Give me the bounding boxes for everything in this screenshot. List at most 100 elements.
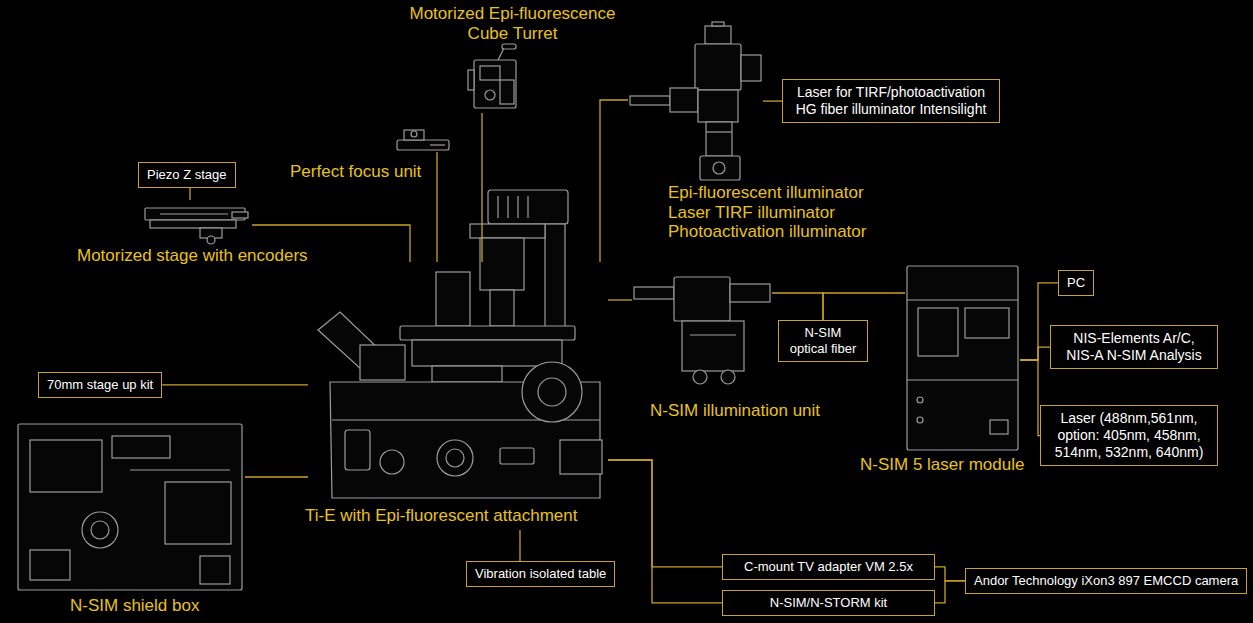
laser-module-drawing xyxy=(907,266,1018,450)
illumination-unit-drawing xyxy=(721,370,735,384)
component-illustration: N-SIM illumination unit xyxy=(632,275,772,387)
microscope-drawing xyxy=(318,190,602,498)
illuminator-drawing xyxy=(705,26,731,44)
connector-line xyxy=(1020,360,1040,436)
shield-box-drawing xyxy=(18,424,242,590)
component-illustration: Perfect focus unit xyxy=(395,128,450,152)
component-illustration: N-SIM shield box xyxy=(15,420,245,592)
turret-drawing xyxy=(500,80,514,104)
component-caption: Epi-fluorescent illuminator xyxy=(668,183,866,203)
microscope-drawing xyxy=(545,224,565,334)
box-label: NIS-Elements Ar/C, NIS-A N-SIM Analysis xyxy=(1059,330,1209,364)
stage-drawing xyxy=(145,208,248,244)
stage-drawing xyxy=(207,236,215,244)
caption-block: Ti-E with Epi-fluorescent attachment xyxy=(305,506,577,526)
microscope-drawing xyxy=(380,450,404,474)
box-label: C-mount TV adapter VM 2.5x xyxy=(731,559,926,575)
shield-box-drawing xyxy=(30,550,70,580)
shield-box-drawing xyxy=(30,440,102,492)
microscope-drawing xyxy=(527,196,528,218)
microscope-drawing xyxy=(497,196,498,218)
component-box: Vibration isolated table xyxy=(466,561,615,587)
microscope-drawing xyxy=(470,224,545,238)
connector-line xyxy=(519,530,520,561)
microscope-drawing xyxy=(480,238,524,290)
box-label: PC xyxy=(1067,275,1085,291)
connector-line xyxy=(600,100,628,262)
microscope-drawing xyxy=(432,366,502,382)
laser-module-drawing xyxy=(990,420,1008,434)
connector-line xyxy=(1020,347,1050,360)
stage-drawing xyxy=(150,220,236,228)
connector-line xyxy=(608,299,632,300)
connector-line xyxy=(608,460,722,603)
illumination-unit-drawing xyxy=(690,334,736,335)
shield-box-drawing xyxy=(18,424,242,590)
component-box: Piezo Z stage xyxy=(138,162,236,188)
component-caption: Photoactivation illuminator xyxy=(668,222,866,242)
illuminator-drawing xyxy=(630,96,670,105)
component-box: 70mm stage up kit xyxy=(38,372,162,398)
laser-module-drawing xyxy=(917,397,923,403)
component-caption: Ti-E with Epi-fluorescent attachment xyxy=(305,506,577,526)
component-illustration: Epi-fluorescent illuminatorLaser TIRF il… xyxy=(628,22,763,182)
connector-line xyxy=(481,113,482,262)
component-illustration: Motorized stage with encoders xyxy=(140,200,252,245)
microscope-drawing xyxy=(446,449,464,467)
microscope-drawing xyxy=(488,190,568,224)
microscope-drawing xyxy=(538,378,566,406)
box-label: Laser for TIRF/photoactivation HG fiber … xyxy=(791,84,991,118)
turret-drawing xyxy=(480,66,500,80)
connector-line xyxy=(772,293,823,320)
microscope-drawing xyxy=(500,448,534,464)
laser-module-drawing xyxy=(907,379,1018,380)
turret-drawing xyxy=(498,48,504,60)
laser-module-drawing xyxy=(917,417,923,423)
illuminator-drawing xyxy=(712,22,724,26)
illuminator-drawing xyxy=(741,55,761,81)
component-box: N-SIM/N-STORM kit xyxy=(722,590,935,616)
caption-block: Motorized stage with encoders xyxy=(77,246,308,266)
laser-module-drawing xyxy=(918,308,958,356)
microscope-drawing xyxy=(490,290,514,326)
component-illustration: Ti-E with Epi-fluorescent attachment xyxy=(308,262,608,530)
connector-line xyxy=(245,476,308,477)
microscope-drawing xyxy=(400,326,575,340)
box-label: Laser (488nm,561nm, option: 405nm, 458nm… xyxy=(1049,410,1209,461)
component-caption: N-SIM shield box xyxy=(70,596,199,616)
stage-drawing xyxy=(160,213,228,214)
illuminator-drawing xyxy=(695,44,741,90)
shield-box-drawing xyxy=(165,482,231,544)
turret-drawing xyxy=(485,90,495,100)
connector-line xyxy=(608,460,722,567)
component-box: N-SIM optical fiber xyxy=(778,320,868,362)
laser-module-drawing xyxy=(965,308,1009,338)
illuminator-drawing xyxy=(630,22,761,180)
component-illustration: N-SIM 5 laser module xyxy=(905,264,1020,452)
component-illustration: Motorized Epi-fluorescence Cube Turret xyxy=(468,45,528,113)
illumination-unit-drawing xyxy=(634,277,770,384)
box-label: N-SIM/N-STORM kit xyxy=(731,595,926,611)
illumination-unit-drawing xyxy=(634,287,674,299)
turret-drawing xyxy=(502,44,516,49)
focus-unit-drawing xyxy=(430,144,445,145)
component-box: PC xyxy=(1058,270,1094,296)
component-caption: Motorized stage with encoders xyxy=(77,246,308,266)
illumination-unit-drawing xyxy=(693,370,707,384)
connector-line xyxy=(935,581,965,603)
shield-box-drawing xyxy=(200,556,230,584)
connector-line xyxy=(162,384,308,385)
box-label: 70mm stage up kit xyxy=(47,377,153,393)
component-box: Andor Technology iXon3 897 EMCCD camera xyxy=(965,568,1247,594)
illumination-unit-drawing xyxy=(730,284,770,302)
microscope-drawing xyxy=(436,272,470,326)
caption-block: Epi-fluorescent illuminatorLaser TIRF il… xyxy=(668,183,866,242)
illuminator-drawing xyxy=(706,122,732,156)
illumination-unit-drawing xyxy=(682,321,744,371)
component-box: NIS-Elements Ar/C, NIS-A N-SIM Analysis xyxy=(1050,325,1218,369)
shield-box-drawing xyxy=(112,436,170,458)
shield-box-drawing xyxy=(130,469,230,470)
caption-block: Motorized Epi-fluorescence Cube Turret xyxy=(405,4,620,43)
